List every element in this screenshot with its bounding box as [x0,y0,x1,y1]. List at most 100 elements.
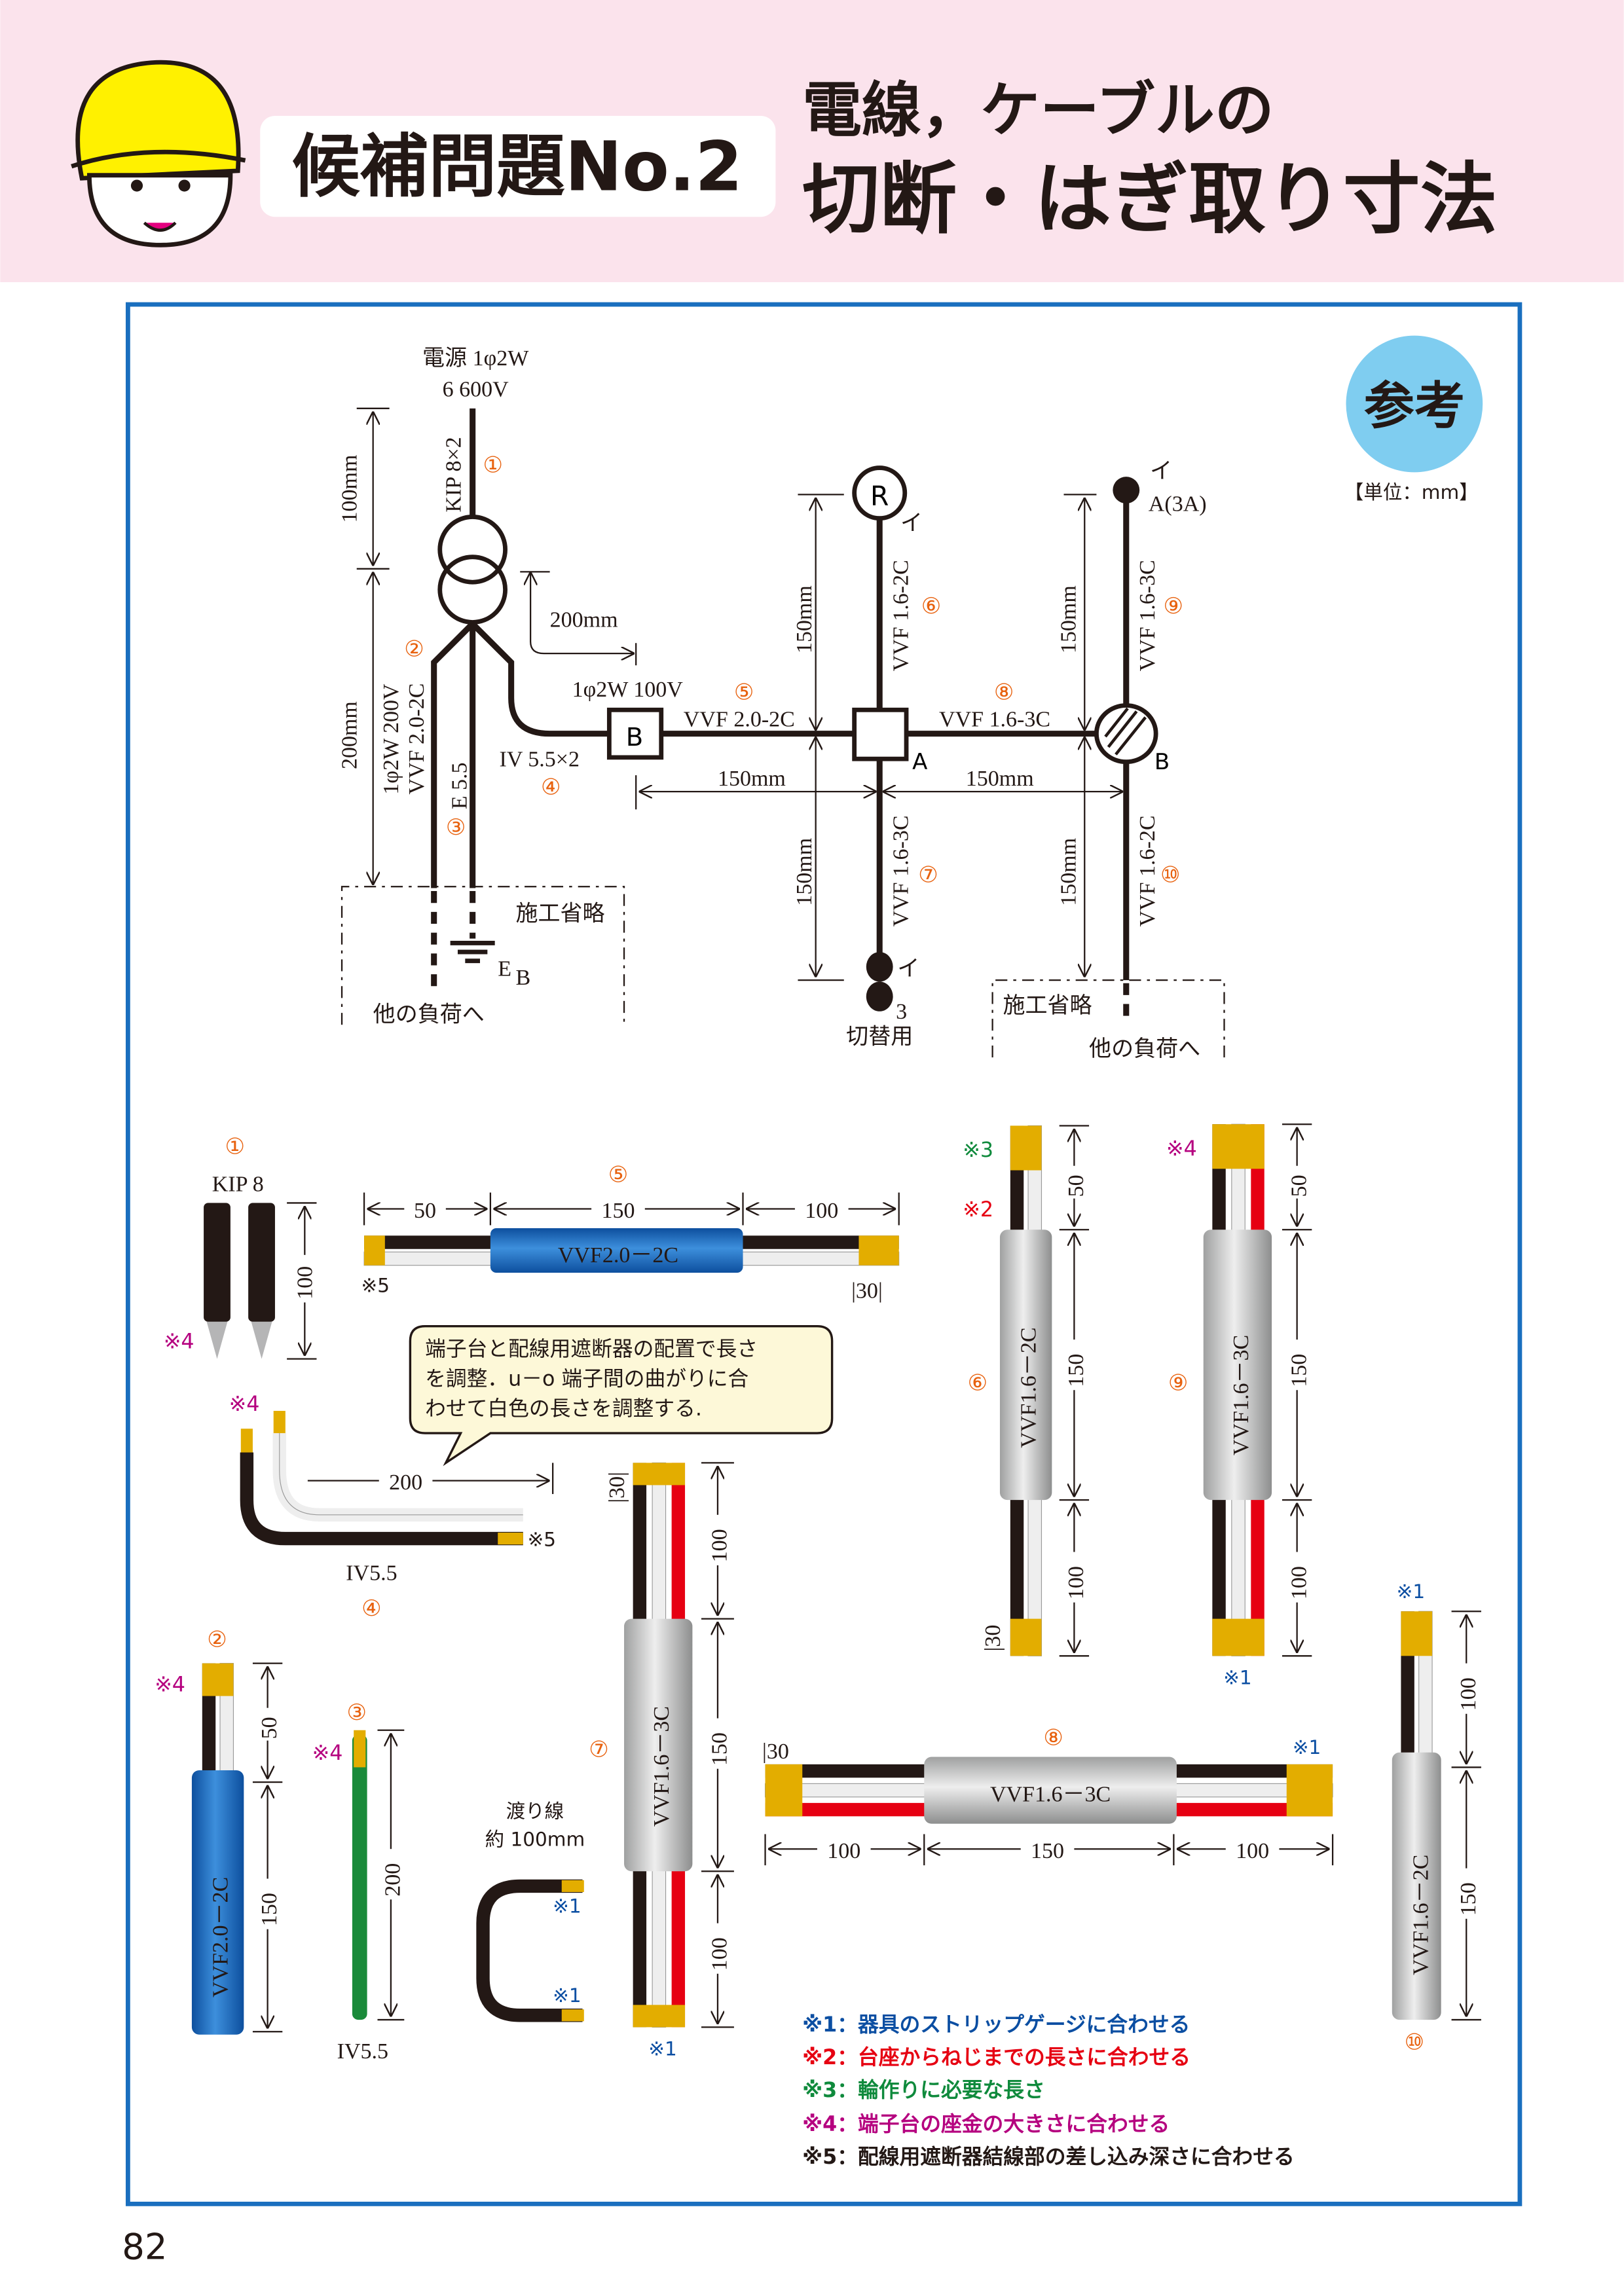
vvf16-3c-down-label: VVF 1.6-3C [889,815,913,926]
dim-100: 100 [1456,1677,1481,1711]
num-8: ⑧ [994,679,1014,705]
title-line2: 切断・はぎ取り寸法 [802,155,1497,244]
dim-50: 50 [414,1199,436,1223]
eb-sub: B [515,966,530,990]
dim-50: 50 [1287,1175,1311,1197]
num-9: ⑨ [1168,1370,1189,1396]
note-1: ※1：器具のストリップゲージに合わせる [802,2013,1190,2037]
num-4: ④ [361,1595,382,1622]
lamp-switch-icon [1113,477,1140,503]
dim-30: |30 [981,1625,1005,1652]
num-4: ④ [541,774,561,801]
iv55-label: IV5.5 [337,2039,388,2064]
num-7: ⑦ [589,1737,609,1763]
dim-150: 150 [1287,1354,1311,1387]
r-label: R [870,480,889,511]
vvf16-2c-label: VVF 1.6-2C [889,560,913,671]
part-vvf20-2c-vertical: ② ※4 VVF2.0－2C 50 150 [155,1627,283,2035]
dim-50: 50 [1064,1175,1088,1197]
omitted-area-left [341,886,625,1025]
junction-box-a [852,707,909,761]
num-9: ⑨ [1163,593,1183,619]
part-vvf16-2c-10: ※1 VVF1.6－2C 100 150 ⑩ [1392,1580,1481,2055]
dim-100: 100 [1064,1566,1088,1599]
note-2: ※2：台座からねじまでの長さに合わせる [802,2045,1190,2069]
unit-label: 【単位：mm】 [1344,481,1479,503]
num-2: ② [404,636,424,663]
header: 候補問題No.2 電線，ケーブルの 切断・はぎ取り寸法 [0,0,1624,283]
junction-box-b-icon [1094,703,1158,765]
dim-50: 50 [257,1717,282,1739]
vvf16-3c-h-label: VVF 1.6-3C [939,707,1050,731]
part-vvf16-2c-6: ※3 ※2 VVF1.6－2C 50 150 100 ⑥ |30 [963,1125,1090,1657]
part-vvf16-3c-9: ※4 VVF1.6－3C 50 150 100 ⑨ ※1 [1166,1123,1312,1688]
dim-150-h1: 150mm [718,767,786,791]
dim-100: 100 [805,1199,838,1223]
label-b: B [1154,749,1170,775]
mark-1: ※1 [1223,1666,1251,1688]
dim-150: 150 [1456,1882,1481,1916]
omitted-label-left: 施工省略 [515,901,604,926]
dim-100: 100 [708,1529,732,1562]
num-5: ⑤ [608,1162,629,1188]
other-load-right: 他の負荷へ [1089,1036,1200,1061]
dim-30: |30| [605,1472,629,1503]
num-1: ① [483,452,504,478]
iv55-label: IV5.5 [346,1561,397,1586]
num-1: ① [225,1134,244,1160]
receptacle-r-icon [852,465,908,521]
kip-label: KIP 8×2 [442,437,466,512]
vvf16-3c-up-label: VVF 1.6-3C [1135,560,1160,671]
bubble-line2: を調整．u－o 端子間の曲がりに合 [425,1367,748,1391]
part-jumper-wire: 渡り線 約 100mm ※1 ※1 [476,1800,585,2022]
dim-150: 150 [1064,1354,1088,1387]
cable-label: VVF1.6－3C [990,1783,1111,1807]
dim-200: 200 [381,1863,405,1897]
dim-100: 100 [708,1937,732,1971]
mark-4: ※4 [155,1673,185,1697]
source-label: 電源 1φ2W [422,346,529,371]
note-4: ※4：端子台の座金の大きさに合わせる [802,2112,1170,2136]
part-iv55-green: ③ ※4 200 IV5.5 [312,1700,405,2064]
part-iv55-pair: 200 ※4 ※5 IV5.5 ④ [229,1393,556,1622]
iv55-label: IV 5.5×2 [499,748,579,772]
e55-label: E 5.5 [448,762,472,809]
switch-icon [866,952,893,982]
dim-150: 150 [1031,1839,1064,1863]
note-5: ※5：配線用遮断器結線部の差し込み深さに合わせる [802,2145,1294,2169]
mark-2: ※2 [963,1198,993,1222]
mark-5: ※5 [361,1275,390,1297]
v100-label: 1φ2W 100V [572,678,684,702]
num-6: ⑥ [968,1370,988,1396]
num-10: ⑩ [1160,862,1180,888]
num-8: ⑧ [1043,1724,1063,1751]
num-6: ⑥ [921,593,941,619]
dim-150: 150 [257,1893,282,1926]
content-frame [125,302,1522,2206]
num-5: ⑤ [734,679,754,705]
cable-label: VVF1.6－3C [1229,1335,1253,1455]
jumper-label: 渡り線 [506,1800,564,1823]
dim-100: 100 [1236,1839,1269,1863]
mark-1: ※1 [648,2038,676,2060]
part-kip8: ① KIP 8 100 ※4 [164,1134,320,1360]
part-vvf16-3c-8: ⑧ |30 ※1 VVF1.6－3C 100 150 100 [762,1724,1334,1866]
cable-label: VVF2.0－2C [558,1243,678,1267]
dim-200: 200 [389,1470,422,1495]
voltage-label: 6 600V [443,378,509,402]
vvf16-2c-down-label: VVF 1.6-2C [1135,815,1160,926]
dim-150: 150 [601,1199,635,1223]
kip8-label: KIP 8 [212,1172,264,1196]
eb-label: E [498,957,511,981]
breaker-label: B [626,723,643,752]
dim-100: 100 [293,1266,318,1300]
mark-1: ※1 [1293,1736,1321,1758]
speech-bubble: 端子台と配線用遮断器の配置で長さ を調整．u－o 端子間の曲がりに合 わせて白色… [409,1325,834,1467]
mark-5: ※5 [528,1528,556,1550]
problem-badge: 候補問題No.2 [291,126,743,206]
num-3: ③ [446,814,466,841]
dim-100: 100 [827,1839,860,1863]
mark-1: ※1 [553,1895,581,1918]
a3a-label: A(3A) [1149,492,1207,516]
